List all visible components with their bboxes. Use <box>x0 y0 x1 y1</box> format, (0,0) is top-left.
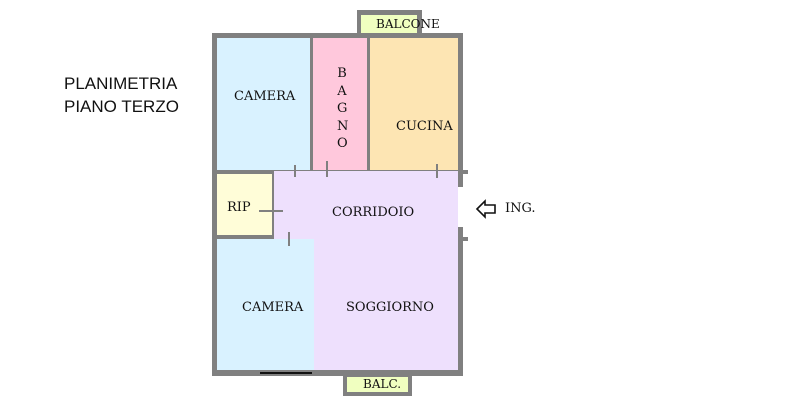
room-rip <box>217 174 272 235</box>
label-camera-top: CAMERA <box>234 89 296 104</box>
plan-title-line1: PLANIMETRIA <box>64 74 178 93</box>
label-entrance: ING. <box>505 201 536 216</box>
label-rip: RIP <box>227 200 251 215</box>
label-soggiorno: SOGGIORNO <box>346 300 434 315</box>
label-camera-bottom: CAMERA <box>242 300 304 315</box>
window <box>260 372 312 374</box>
room-camera-top <box>217 38 310 170</box>
label-cucina: CUCINA <box>396 119 453 134</box>
balcony-top-label: BALCONE <box>376 17 440 31</box>
room-cucina <box>370 38 458 170</box>
balcony-top-floor <box>361 15 417 35</box>
room-bagno <box>313 38 367 170</box>
arrow-left-icon <box>475 199 496 219</box>
entrance-door-gap <box>458 187 464 227</box>
room-camera-bottom <box>217 239 314 370</box>
plan-title-line2: PIANO TERZO <box>64 97 179 116</box>
balcony-bottom-floor <box>347 377 408 392</box>
balcony-bottom-label: BALC. <box>363 377 402 391</box>
label-corridoio: CORRIDOIO <box>332 205 415 220</box>
